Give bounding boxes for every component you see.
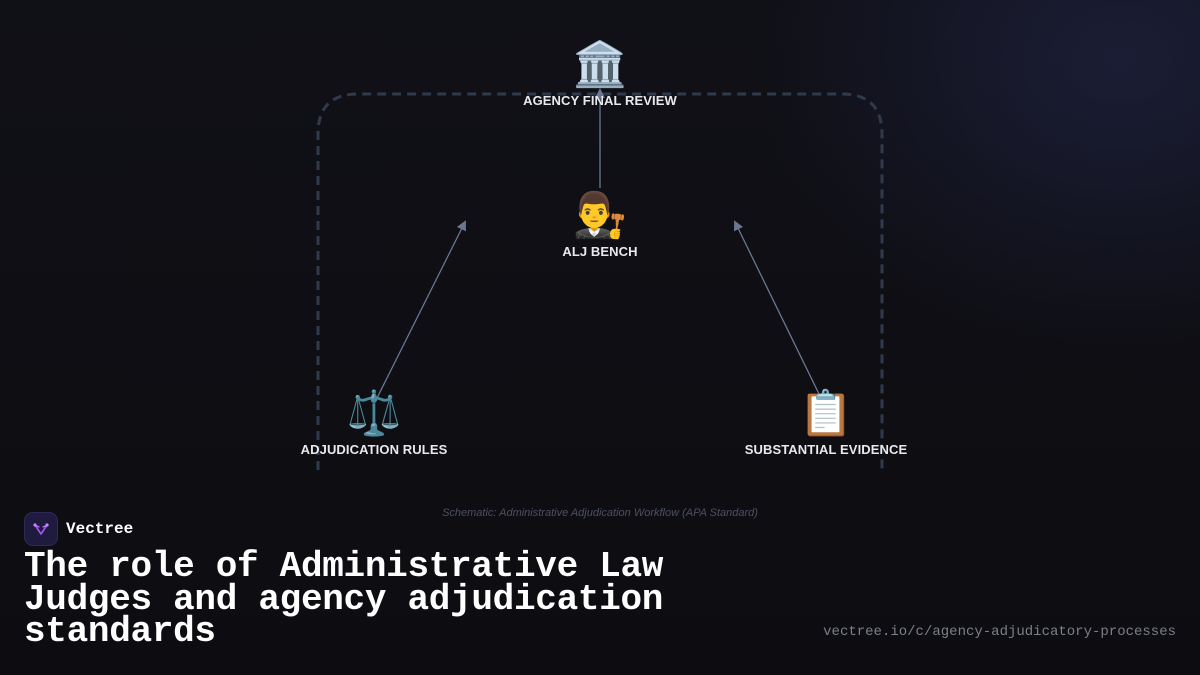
node-label-agency-final-review: AGENCY FINAL REVIEW <box>523 93 677 108</box>
diagram-caption: Schematic: Administrative Adjudication W… <box>442 507 758 519</box>
edge-evidence-to-alj <box>734 220 821 397</box>
node-label-adjudication-rules: ADJUDICATION RULES <box>300 442 448 457</box>
page-url[interactable]: vectree.io/c/agency-adjudicatory-process… <box>823 624 1176 640</box>
node-label-substantial-evidence: SUBSTANTIAL EVIDENCE <box>744 442 908 457</box>
scales-icon: ⚖️ <box>346 388 402 439</box>
edge-rules-to-alj <box>375 220 466 401</box>
brand: Vectree <box>24 512 133 546</box>
government-building-icon: 🏛️ <box>572 39 628 90</box>
node-alj-bench: 👨‍⚖️ ALJ BENCH <box>562 190 638 260</box>
process-boundary <box>316 92 884 470</box>
clipboard-icon: 📋 <box>798 388 854 439</box>
node-substantial-evidence: 📋 SUBSTANTIAL EVIDENCE <box>744 388 908 458</box>
judge-icon: 👨‍⚖️ <box>572 190 628 241</box>
node-label-alj-bench: ALJ BENCH <box>562 244 638 259</box>
page-title: The role of Administrative Law Judges an… <box>24 546 664 652</box>
node-adjudication-rules: ⚖️ ADJUDICATION RULES <box>300 388 448 458</box>
node-agency-final-review: 🏛️ AGENCY FINAL REVIEW <box>523 39 677 109</box>
brand-name: Vectree <box>66 520 134 538</box>
vectree-logo-icon <box>24 512 58 546</box>
